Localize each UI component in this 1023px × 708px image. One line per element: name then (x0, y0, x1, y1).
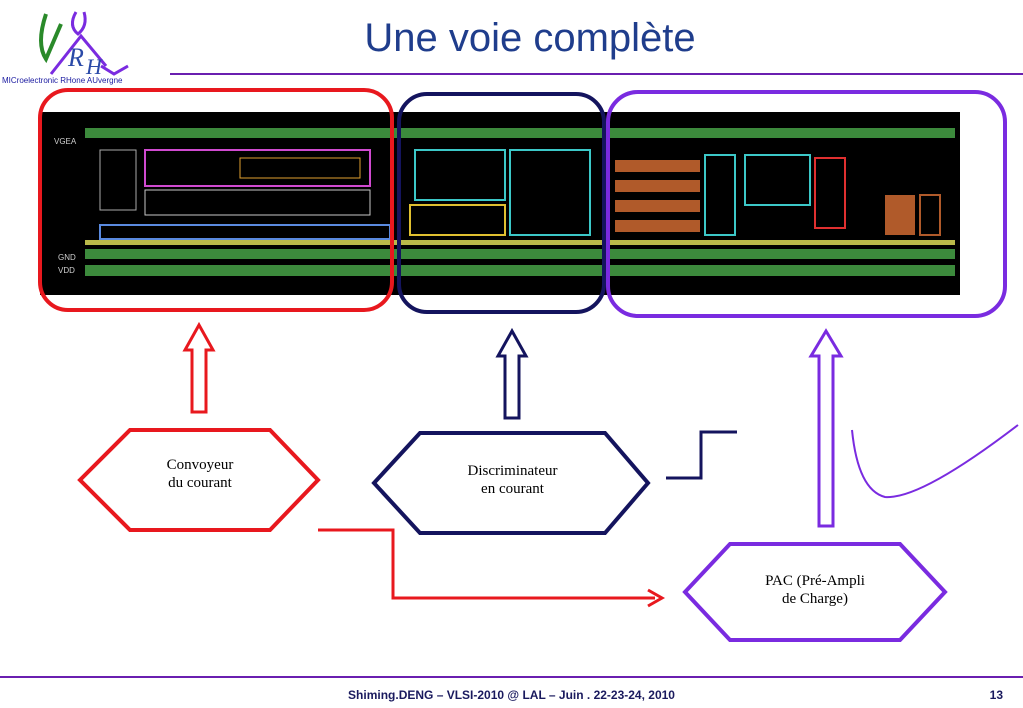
logo-caption: MICroelectronic RHone AUvergne (2, 76, 123, 85)
convoyeur-to-pac-arrow (318, 528, 655, 600)
convoyeur-label: Convoyeur du courant (130, 456, 270, 492)
convoyeur-hexagon (77, 428, 321, 532)
footer-text: Shiming.DENG – VLSI-2010 @ LAL – Juin . … (348, 688, 675, 702)
rail-top (85, 128, 955, 138)
vdd-label: VDD (58, 266, 75, 275)
discriminateur-label-line1: Discriminateur (467, 463, 558, 479)
discriminateur-up-arrow (495, 327, 529, 420)
page-number: 13 (989, 688, 1003, 702)
discriminateur-layout (409, 149, 591, 236)
convoyeur-label-line1: Convoyeur (166, 457, 234, 473)
step-waveform (666, 430, 737, 480)
footer-divider (0, 676, 1023, 678)
chip-layout-image (40, 112, 960, 295)
pac-label-line2: de Charge) (782, 591, 848, 607)
page-title: Une voie complète (364, 16, 696, 60)
rail-vdd (85, 265, 955, 276)
charge-pulse-waveform (851, 424, 1019, 499)
rail-mid (85, 240, 955, 245)
svg-text:R: R (67, 43, 84, 72)
convoyeur-label-line2: du courant (168, 475, 232, 491)
pac-label: PAC (Pré-Ampli de Charge) (730, 572, 900, 608)
pac-hexagon (682, 542, 948, 642)
convoyeur-layout (99, 149, 391, 240)
discriminateur-label-line2: en courant (481, 481, 544, 497)
vgea-label: VGEA (54, 137, 77, 146)
micrhau-logo: R H (39, 11, 129, 79)
discriminateur-hexagon (371, 431, 651, 535)
pac-up-arrow (808, 328, 844, 528)
svg-text:H: H (85, 54, 103, 79)
power-rails (85, 128, 955, 276)
discriminateur-outline (397, 92, 606, 314)
discriminateur-label: Discriminateur en courant (420, 462, 605, 498)
header-divider (170, 73, 1023, 75)
gnd-label: GND (58, 253, 76, 262)
pac-outline (606, 90, 1007, 318)
pac-layout (615, 154, 941, 236)
convoyeur-outline (38, 88, 394, 312)
rail-gnd (85, 249, 955, 259)
pac-label-line1: PAC (Pré-Ampli (765, 573, 865, 589)
convoyeur-up-arrow (182, 321, 216, 414)
